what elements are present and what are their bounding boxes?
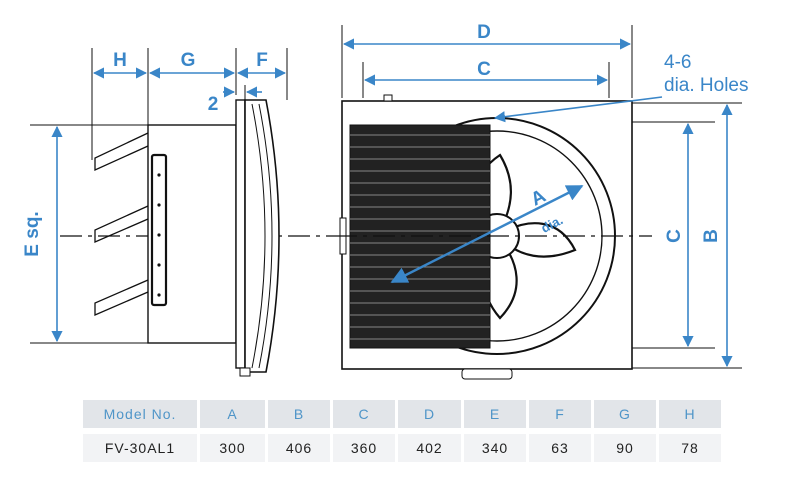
spec-header-e: E xyxy=(461,400,526,434)
spec-cell-model: FV-30AL1 xyxy=(83,434,197,462)
front-panel-grille xyxy=(244,99,280,373)
spec-cell-h: 78 xyxy=(656,434,721,462)
spec-table-row: FV-30AL1 300 406 360 402 340 63 90 78 xyxy=(83,434,721,462)
spec-cell-e: 340 xyxy=(461,434,526,462)
dim-label-g: G xyxy=(181,50,196,71)
dim-label-2: 2 xyxy=(208,94,219,115)
spec-header-d: D xyxy=(395,400,461,434)
louvre-fins xyxy=(94,132,149,316)
spec-cell-b: 406 xyxy=(265,434,330,462)
front-extension-lines xyxy=(341,25,742,369)
spec-cell-a: 300 xyxy=(197,434,265,462)
spec-header-c: C xyxy=(330,400,395,434)
side-view: H G F 2 E sq. xyxy=(22,48,335,377)
dim-label-c-right: C xyxy=(664,229,685,243)
spec-header-g: G xyxy=(591,400,656,434)
front-dimension-lines xyxy=(342,38,733,368)
side-extension-lines xyxy=(91,48,288,160)
spec-header-f: F xyxy=(526,400,591,434)
spec-cell-c: 360 xyxy=(330,434,395,462)
dim-label-b: B xyxy=(701,229,722,243)
dim-label-f: F xyxy=(256,50,268,71)
spec-header-b: B xyxy=(265,400,330,434)
spec-cell-d: 402 xyxy=(395,434,461,462)
front-panel-plate xyxy=(235,99,246,369)
dim-label-e: E sq. xyxy=(22,211,43,256)
holes-note-line2: dia. Holes xyxy=(664,75,749,96)
spec-header-model: Model No. xyxy=(83,400,197,434)
spec-cell-g: 90 xyxy=(591,434,656,462)
spec-header-h: H xyxy=(656,400,721,434)
fan-dimension-drawing: H G F 2 E sq. xyxy=(22,22,749,380)
mounting-strip xyxy=(150,153,168,307)
dim-label-c-top: C xyxy=(477,59,491,80)
holes-note-line1: 4-6 xyxy=(664,52,691,73)
dim-label-d: D xyxy=(477,22,491,43)
spec-header-a: A xyxy=(197,400,265,434)
e-extension-lines xyxy=(30,124,148,344)
front-view: D C 4-6 dia. Holes C B A dia. xyxy=(335,22,749,380)
spec-cell-f: 63 xyxy=(526,434,591,462)
spec-table: Model No. A B C D E F G H FV-30AL1 300 4… xyxy=(83,400,721,462)
strip-screws xyxy=(157,173,161,297)
side-dimension-lines xyxy=(51,67,287,343)
spec-table-header-row: Model No. A B C D E F G H xyxy=(83,400,721,434)
dim-label-h: H xyxy=(113,50,127,71)
